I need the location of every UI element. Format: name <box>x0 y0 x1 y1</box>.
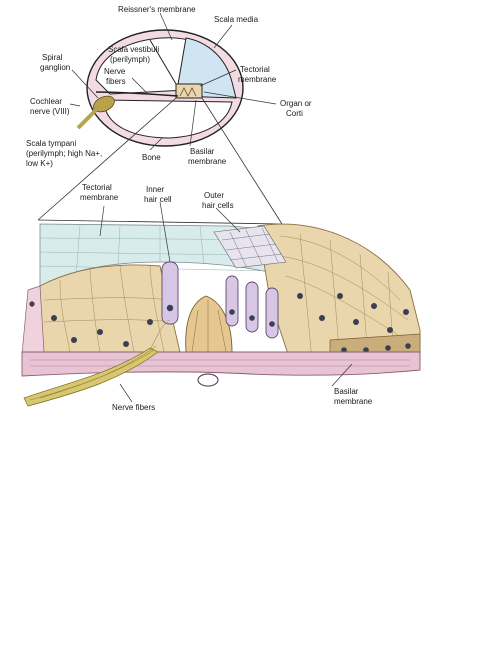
label-organ-of-corti-2: Corti <box>286 109 303 118</box>
top-labels: Reissner's membrane Scala media Spiral g… <box>26 5 312 168</box>
label-scala-media: Scala media <box>214 15 259 24</box>
outer-hair-cells <box>225 275 279 339</box>
label-reissners-membrane: Reissner's membrane <box>118 5 196 14</box>
scala-media-region <box>175 37 237 99</box>
label-basilar-membrane-bottom-1: Basilar <box>334 387 359 396</box>
label-scala-tympani-3: low K+) <box>26 159 53 168</box>
label-basilar-membrane-top-1: Basilar <box>190 147 215 156</box>
detail-bracket <box>37 219 283 225</box>
cell-nuclei <box>29 293 411 353</box>
label-cochlear-nerve-1: Cochlear <box>30 97 62 106</box>
label-cochlear-nerve-2: nerve (VIII) <box>30 107 70 116</box>
tunnel-of-corti <box>185 295 233 353</box>
organ-of-corti-detail <box>21 201 421 407</box>
osseous-spiral-lamina <box>95 91 179 97</box>
label-basilar-membrane-bottom-2: membrane <box>334 397 373 406</box>
label-bone: Bone <box>142 153 161 162</box>
cochlear-nerve-trunk <box>76 108 98 130</box>
label-scala-vestibuli-1: Scala vestibuli <box>108 45 159 54</box>
label-nerve-fibers-top-2: fibers <box>106 77 126 86</box>
label-spiral-ganglion-1: Spiral <box>42 53 63 62</box>
label-inner-hair-cell-1: Inner <box>146 185 165 194</box>
label-tectorial-membrane-top-1: Tectorial <box>240 65 270 74</box>
cochlea-cross-section <box>37 12 283 225</box>
spiral-vessel <box>197 373 219 387</box>
label-scala-vestibuli-2: (perilymph) <box>110 55 150 64</box>
label-scala-tympani-1: Scala tympani <box>26 139 76 148</box>
label-outer-hair-cells-2: hair cells <box>202 201 234 210</box>
nerve-fiber-bundle <box>23 347 159 407</box>
basilar-membrane <box>21 351 421 377</box>
inner-hair-cell-body <box>161 261 179 325</box>
spiral-limbus <box>21 285 45 355</box>
label-tectorial-membrane-detail-2: membrane <box>80 193 119 202</box>
spiral-ganglion-body <box>93 95 115 113</box>
label-organ-of-corti-1: Organ or <box>280 99 312 108</box>
label-outer-hair-cells-1: Outer <box>204 191 224 200</box>
supporting-cells-left <box>39 264 181 353</box>
label-spiral-ganglion-2: ganglion <box>40 63 70 72</box>
detail-labels: Tectorial membrane Inner hair cell Outer… <box>80 183 373 412</box>
label-nerve-fibers-top-1: Nerve <box>104 67 126 76</box>
scala-tympani <box>103 99 233 139</box>
label-tectorial-membrane-top-2: membrane <box>238 75 277 84</box>
label-inner-hair-cell-2: hair cell <box>144 195 172 204</box>
label-tectorial-membrane-detail-1: Tectorial <box>82 183 112 192</box>
label-scala-tympani-2: (perilymph; high Na+, <box>26 149 102 158</box>
label-basilar-membrane-top-2: membrane <box>188 157 227 166</box>
label-nerve-fibers-bottom: Nerve fibers <box>112 403 155 412</box>
